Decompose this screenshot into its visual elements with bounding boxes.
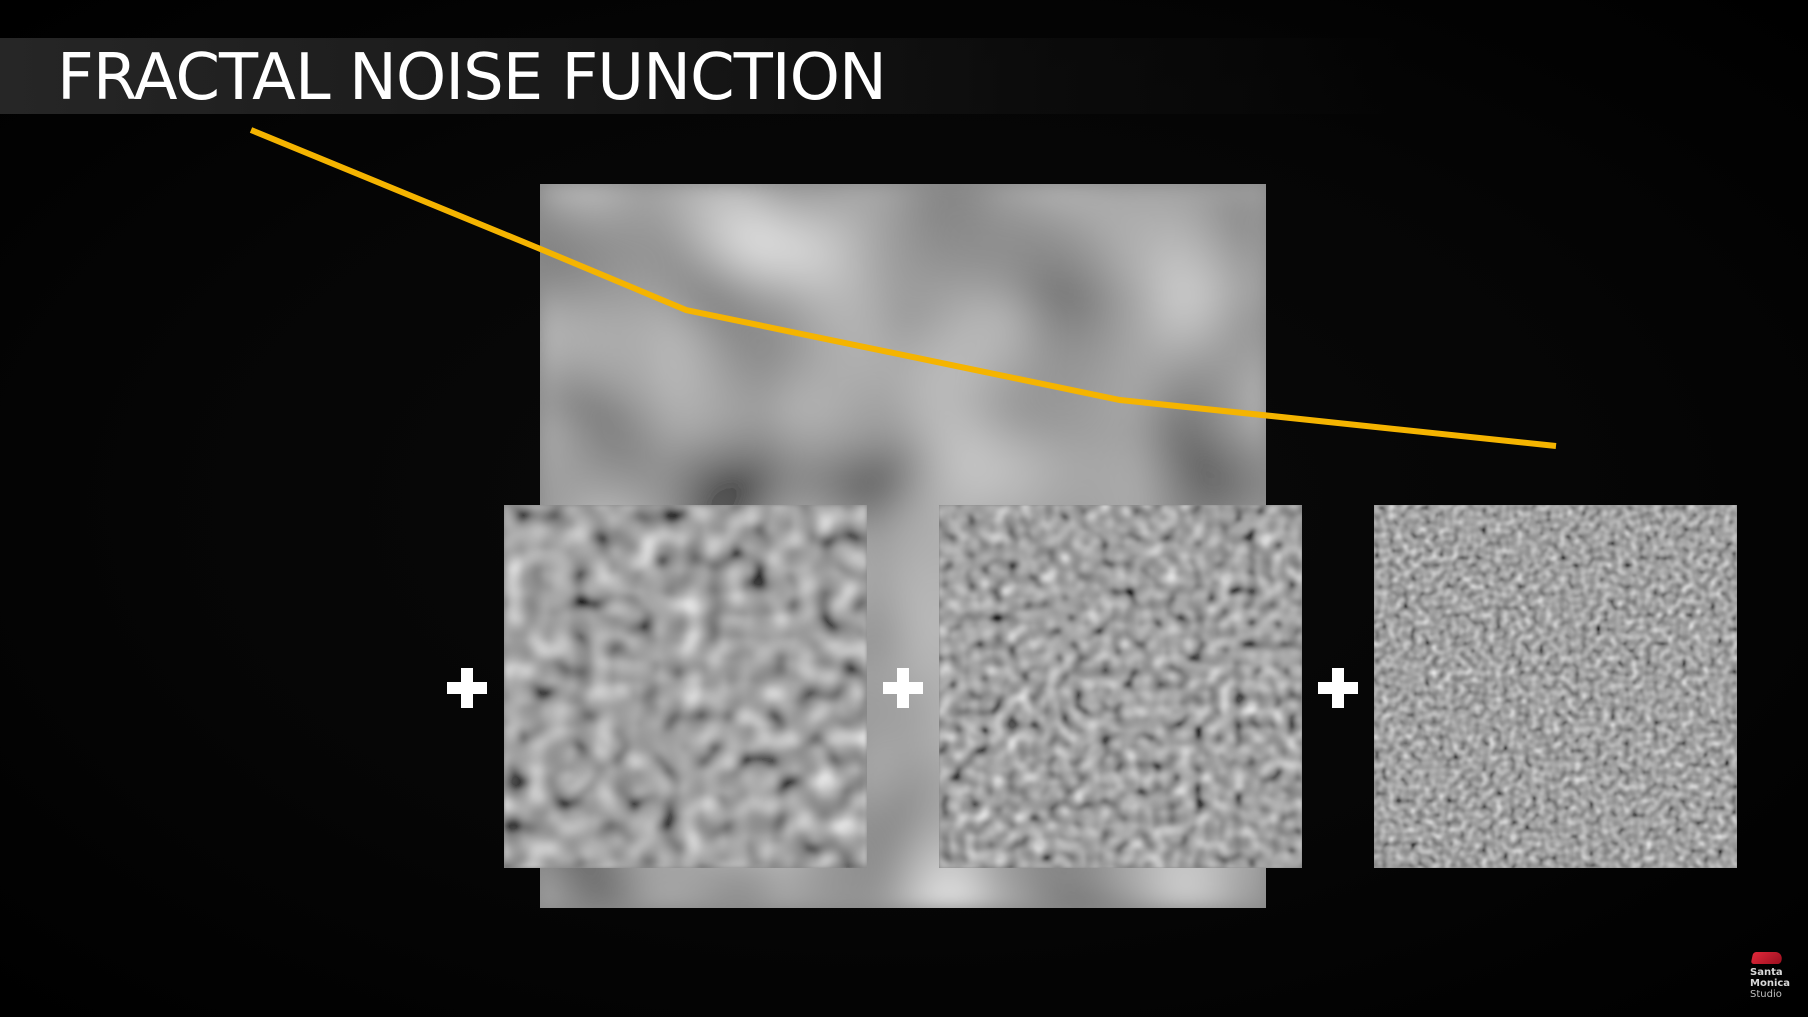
plus-icon <box>883 668 923 708</box>
logo-line-3: Studio <box>1750 989 1782 1000</box>
logo-line-2: Monica <box>1750 978 1791 989</box>
logo-line-1: Santa <box>1750 967 1783 978</box>
logo-mark-icon <box>1750 952 1784 964</box>
santa-monica-studio-logo: Santa Monica Studio <box>1748 950 1796 1006</box>
title-bar <box>0 38 1400 114</box>
plus-icon <box>1318 668 1358 708</box>
noise-panel-octave-3 <box>939 505 1302 868</box>
slide-title: FRACTAL NOISE FUNCTION <box>57 41 887 115</box>
noise-texture-icon <box>1374 505 1737 868</box>
logo-text: Santa Monica Studio <box>1750 967 1790 1000</box>
noise-panel-octave-2 <box>504 505 867 868</box>
noise-texture-icon <box>939 505 1302 868</box>
noise-texture-icon <box>504 505 867 868</box>
noise-panel-octave-4 <box>1374 505 1737 868</box>
plus-icon <box>447 668 487 708</box>
